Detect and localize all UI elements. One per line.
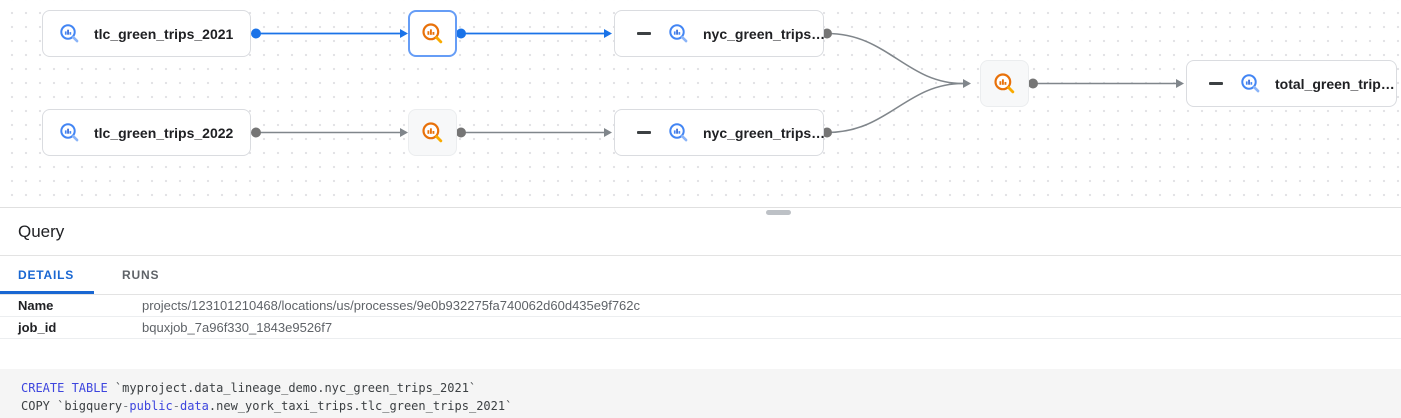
details-panel: Query DETAILS RUNS Name projects/1231012… <box>0 208 1401 418</box>
collapse-minus-icon[interactable] <box>1209 82 1223 85</box>
tab-bar: DETAILS RUNS <box>0 256 1401 295</box>
node-label: nyc_green_trips… <box>703 124 826 141</box>
tab-runs[interactable]: RUNS <box>122 268 160 282</box>
collapse-minus-icon[interactable] <box>637 32 651 35</box>
node-label: tlc_green_trips_2021 <box>94 25 234 42</box>
bigquery-process-icon <box>993 72 1016 95</box>
edges-layer <box>251 28 1184 138</box>
bigquery-table-icon <box>668 122 689 143</box>
sql-code-line: CREATE TABLE `myproject.data_lineage_dem… <box>21 381 477 395</box>
table-row: job_id bquxjob_7a96f330_1843e9526f7 <box>0 317 1401 339</box>
panel-title: Query <box>0 208 1401 256</box>
tab-details[interactable]: DETAILS <box>0 256 94 294</box>
bigquery-table-icon <box>59 122 80 143</box>
details-table: Name projects/123101210468/locations/us/… <box>0 295 1401 339</box>
bigquery-process-icon <box>421 22 444 45</box>
process-node-merge[interactable] <box>980 60 1029 107</box>
bigquery-table-icon <box>1240 73 1261 94</box>
process-node-copy-2021-selected[interactable] <box>408 10 457 57</box>
collapse-minus-icon[interactable] <box>637 131 651 134</box>
node-label: tlc_green_trips_2022 <box>94 124 234 141</box>
row-label-job-id: job_id <box>18 320 57 335</box>
row-label-name: Name <box>18 298 54 313</box>
row-value-name: projects/123101210468/locations/us/proce… <box>142 298 641 313</box>
node-nyc-green-trips-2022[interactable]: nyc_green_trips… <box>614 109 826 156</box>
lineage-graph: tlc_green_trips_2021 tlc_green_trips_202… <box>0 0 1401 208</box>
table-row: Name projects/123101210468/locations/us/… <box>0 295 1401 317</box>
node-nyc-green-trips-2021[interactable]: nyc_green_trips… <box>614 10 826 57</box>
node-label: total_green_trip… <box>1275 75 1395 92</box>
row-value-job-id: bquxjob_7a96f330_1843e9526f7 <box>142 320 333 335</box>
node-label: nyc_green_trips… <box>703 25 826 42</box>
bigquery-process-icon <box>421 121 444 144</box>
sql-code-line: COPY `bigquery-public-data.new_york_taxi… <box>21 399 513 413</box>
node-tlc-green-trips-2021[interactable]: tlc_green_trips_2021 <box>42 10 251 57</box>
node-total-green-trips[interactable]: total_green_trip… <box>1186 60 1397 107</box>
process-node-copy-2022[interactable] <box>408 109 457 156</box>
panel-resize-handle[interactable] <box>766 210 791 215</box>
node-tlc-green-trips-2022[interactable]: tlc_green_trips_2022 <box>42 109 251 156</box>
sql-code-block: CREATE TABLE `myproject.data_lineage_dem… <box>0 369 1401 418</box>
bigquery-table-icon <box>59 23 80 44</box>
bigquery-table-icon <box>668 23 689 44</box>
